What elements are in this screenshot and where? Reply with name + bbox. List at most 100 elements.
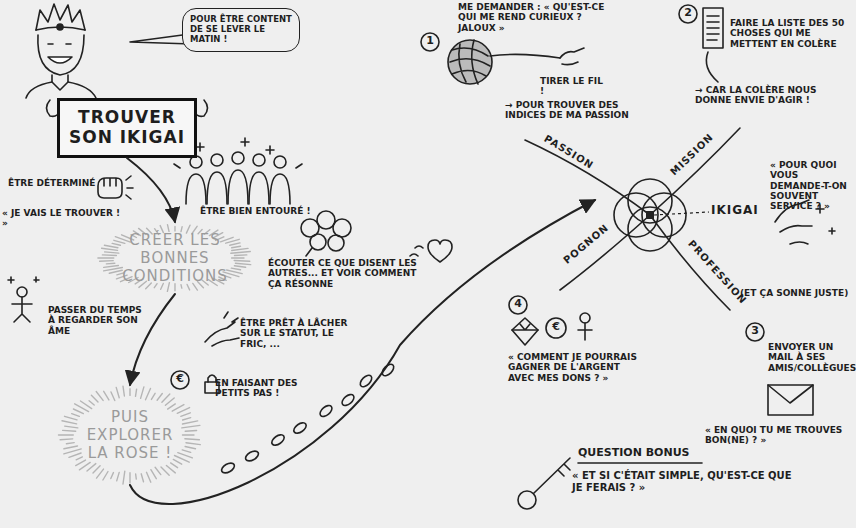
people-group-stroke bbox=[211, 154, 223, 166]
radiant-rays bbox=[98, 225, 251, 292]
speech-cloud-stroke bbox=[317, 211, 335, 229]
footprints-stroke bbox=[318, 403, 334, 418]
footprints-stroke bbox=[292, 421, 308, 436]
person-drawing-stroke bbox=[57, 24, 63, 30]
money-icons-stroke bbox=[512, 318, 538, 345]
people-group-stroke bbox=[270, 174, 290, 204]
note-text: ÊTRE BIEN ENTOURÉ ! bbox=[200, 206, 330, 216]
radiant-rays bbox=[59, 386, 201, 484]
step-text: → POUR TROUVER DES INDICES DE MA PASSION bbox=[505, 100, 655, 121]
money-icons-stroke bbox=[546, 318, 566, 338]
edge-label: EN FAISANT DES PETITS PAS ! bbox=[215, 378, 320, 399]
euro-symbol: € bbox=[173, 373, 187, 386]
money-icons-stroke bbox=[512, 324, 538, 330]
heart-icon-stroke bbox=[410, 246, 423, 256]
node-text: TROUVER SON IKIGAI bbox=[66, 108, 188, 147]
people-group-stroke bbox=[232, 152, 244, 164]
number-circles-stroke bbox=[509, 296, 527, 314]
step-text: ME DEMANDER : « QU'EST-CE QUI ME REND CU… bbox=[458, 2, 608, 33]
node-text: PUIS EXPLORER LA ROSE ! bbox=[74, 408, 186, 462]
key-icon bbox=[518, 458, 570, 509]
quote-text: « ET SI C'ÉTAIT SIMPLE, QU'EST-CE QUE JE… bbox=[572, 470, 792, 493]
footprints-stroke bbox=[270, 433, 286, 448]
number-circles-stroke bbox=[421, 33, 439, 51]
fist-icon-stroke bbox=[98, 178, 122, 198]
yarn-ball-stroke bbox=[560, 48, 584, 65]
footprints-stroke bbox=[340, 392, 356, 407]
people-group-stroke bbox=[249, 172, 269, 204]
rose-petal bbox=[628, 179, 672, 223]
person-drawing-stroke bbox=[36, 4, 85, 30]
footprints-stroke bbox=[220, 461, 236, 475]
callout-number: 1 bbox=[424, 35, 436, 48]
note-text: ÊTRE PRÊT À LÂCHER SUR LE STATUT, LE FRI… bbox=[240, 318, 355, 349]
envelope-icon-stroke bbox=[768, 385, 813, 415]
person-drawing-stroke bbox=[26, 75, 96, 98]
release-hands-stroke bbox=[171, 371, 189, 389]
number-circles-stroke bbox=[679, 5, 697, 23]
person-drawing-stroke bbox=[48, 57, 72, 63]
key-icon-stroke bbox=[534, 458, 570, 493]
people-group-stroke bbox=[186, 174, 206, 204]
rose-branch-label: POGNON bbox=[561, 212, 622, 266]
rose-petal bbox=[642, 193, 686, 237]
quote-text: « COMMENT JE POURRAIS GAGNER DE L'ARGENT… bbox=[508, 352, 648, 383]
footprints-stroke bbox=[358, 373, 374, 389]
flow-arrow bbox=[127, 158, 175, 222]
rose-branches-stroke bbox=[650, 128, 740, 215]
quote-text: « EN QUOI TU ME TROUVES BON(NE) ? » bbox=[705, 425, 855, 446]
meditating-figure-stroke bbox=[17, 287, 27, 297]
rose-label: IKIGAI bbox=[711, 203, 759, 217]
flow-arrow bbox=[130, 200, 595, 504]
number-circles bbox=[421, 5, 764, 341]
note-text: (ET ÇA SONNE JUSTE) bbox=[740, 288, 855, 298]
key-icon-stroke bbox=[518, 491, 536, 509]
meditating-figure bbox=[8, 277, 39, 322]
rose-center bbox=[646, 211, 654, 219]
radiant-step: CRÉER LES BONNES CONDITIONS bbox=[100, 222, 250, 294]
money-icons bbox=[512, 313, 592, 345]
footprints-stroke bbox=[244, 449, 260, 463]
speech-cloud-stroke bbox=[306, 248, 312, 256]
step-text: ENVOYER UN MAIL À SES AMIS/COLLÈGUES bbox=[768, 342, 856, 373]
leader-line bbox=[654, 212, 709, 215]
fist-icon bbox=[98, 176, 133, 199]
rose-branch-label: MISSION bbox=[668, 121, 726, 178]
bonus-underline-stroke bbox=[578, 462, 702, 464]
release-hands-stroke bbox=[205, 312, 239, 346]
yarn-ball-stroke bbox=[450, 40, 490, 84]
step-text: → CAR LA COLÈRE NOUS DONNE ENVIE D'AGIR … bbox=[695, 85, 845, 106]
scroll-list-stroke bbox=[706, 52, 718, 82]
scroll-list-stroke bbox=[707, 16, 719, 40]
people-group-stroke bbox=[274, 156, 286, 168]
speech-bubble: POUR ÊTRE CONTENT DE SE LEVER LE MATIN ! bbox=[182, 8, 300, 52]
people-group-stroke bbox=[228, 170, 248, 204]
note-text: ÉCOUTER CE QUE DISENT LES AUTRES... ET V… bbox=[268, 258, 428, 289]
footprints-stroke bbox=[380, 362, 396, 378]
person-drawing-stroke bbox=[52, 82, 68, 90]
rose-branches-stroke bbox=[525, 140, 650, 215]
sign-board: TROUVER SON IKIGAI bbox=[57, 98, 197, 158]
scroll-list-stroke bbox=[703, 8, 723, 48]
bonus-heading: QUESTION BONUS bbox=[578, 447, 718, 460]
euro-symbol: € bbox=[549, 321, 563, 334]
rose-petal bbox=[628, 207, 672, 251]
speech-cloud bbox=[301, 211, 351, 256]
callout-number: 2 bbox=[682, 7, 694, 20]
rose-petal bbox=[614, 193, 658, 237]
callout-number: 3 bbox=[749, 325, 761, 338]
radiant-step: PUIS EXPLORER LA ROSE ! bbox=[60, 385, 200, 485]
release-hands-stroke bbox=[208, 375, 216, 382]
rose-branches bbox=[525, 128, 740, 310]
person-drawing-stroke bbox=[48, 43, 71, 45]
money-icons-stroke bbox=[580, 313, 590, 323]
envelope-icon bbox=[768, 385, 813, 415]
ikigai-rose: IKIGAI bbox=[595, 165, 775, 265]
callout-number: 4 bbox=[512, 298, 524, 311]
step-text: FAIRE LA LISTE DES 50 CHOSES QUI ME METT… bbox=[730, 18, 855, 49]
people-group-stroke bbox=[253, 154, 265, 166]
yarn-ball-stroke bbox=[490, 54, 560, 58]
people-group-stroke bbox=[207, 172, 227, 204]
note-text: PASSER DU TEMPS À REGARDER SON ÂME bbox=[48, 305, 148, 336]
